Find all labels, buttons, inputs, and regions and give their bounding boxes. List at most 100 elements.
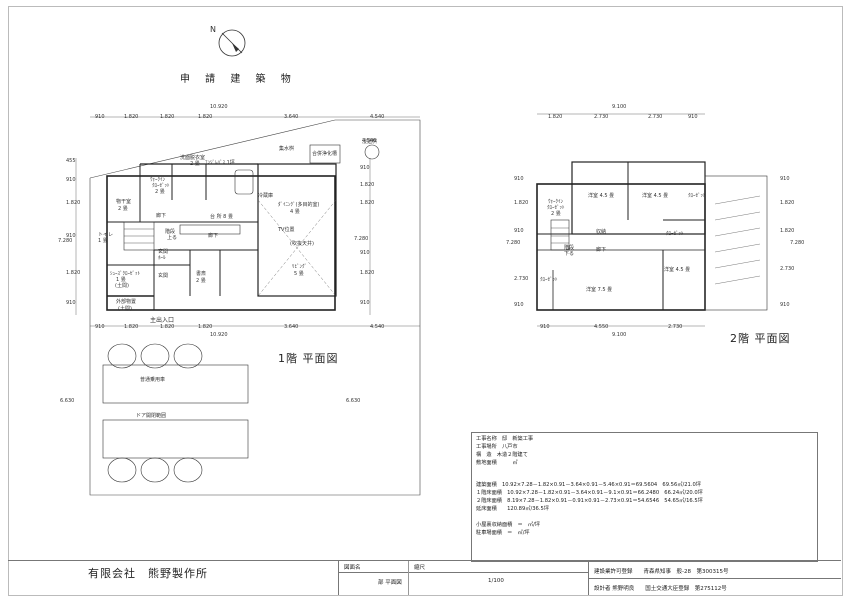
room-label: TV位置: [278, 227, 295, 233]
divider: [408, 561, 409, 595]
north-label: N: [210, 25, 216, 34]
drawing-name-label: 図面名: [344, 565, 361, 571]
room-label: 洋室 7.5 畳: [586, 287, 613, 293]
room-label: (土間): [118, 306, 132, 312]
room-label: 玄関: [158, 273, 169, 279]
room-label: 物干室: [116, 199, 132, 205]
room-label: 廊下: [156, 213, 167, 219]
room-label: 2 畳: [118, 206, 128, 212]
room-label: ｴﾝｼﾞﾚﾊﾞｽ 1坪: [205, 160, 235, 166]
room-label: 外部物置: [116, 299, 137, 305]
f2-dim-bottom-3: 2.730: [668, 324, 683, 330]
divider: [338, 572, 588, 573]
room-label: ﾀﾞｲﾆﾝｸﾞ(多目的室): [278, 202, 320, 208]
f1-dim-bottom-3: 1.820: [160, 324, 175, 330]
f1-dim-top-6: 4.540: [370, 114, 385, 120]
room-label: トイレ: [98, 232, 114, 238]
floor1-title: 1階 平面図: [278, 352, 339, 365]
f2-dim-left-6: 7.280: [506, 240, 521, 246]
room-label: 浸透桝: [362, 139, 378, 145]
f2-dim-top-4: 910: [688, 114, 698, 120]
main-entrance-label: 主出入口: [150, 317, 175, 324]
f1-dim-left-6: 1.820: [66, 270, 81, 276]
room-label: 下る: [564, 251, 575, 257]
divider: [338, 561, 339, 595]
room-label: ｸﾛｰｾﾞｯﾄ: [666, 231, 684, 237]
f1-dim-left-5: 7.280: [58, 238, 73, 244]
f2-dim-right-1: 1.820: [780, 200, 795, 206]
company-name: 有限会社 熊野製作所: [88, 567, 208, 580]
room-label: ｼｭｰｽﾞｸﾛｰｾﾞｯﾄ: [110, 271, 141, 277]
room-label: 2 畳: [190, 161, 200, 167]
room-label: ｸﾛｰｾﾞｯﾄ: [540, 277, 558, 283]
parking-car-label: 普通乗用車: [140, 377, 166, 383]
room-label: ｸﾛｰｾﾞｯﾄ: [547, 205, 565, 211]
f2-dim-right-3: 1.820: [780, 228, 795, 234]
floor1-plan: [70, 100, 490, 504]
f1-dim-right-2: 910: [360, 165, 370, 171]
info-row: 小屋裏収納面積 ＝ ㎡/坪: [476, 522, 540, 528]
f1-dim-bottom-1: 910: [95, 324, 105, 330]
info-row: 駐車場面積 ＝ ㎡/坪: [476, 530, 530, 536]
drawing-name: 部 平面図: [378, 580, 402, 586]
room-label: 冷蔵庫: [258, 193, 274, 199]
f2-dim-top-3: 2.730: [648, 114, 663, 120]
f1-dim-right-8: 4.540: [362, 138, 377, 144]
f2-dim-right-4: 2.730: [780, 266, 795, 272]
room-label: (吹抜天井): [290, 241, 314, 247]
room-label: 収納: [596, 229, 607, 235]
f1-dim-right-1: 1.820: [360, 182, 375, 188]
room-label: 1 畳: [116, 277, 126, 283]
room-label: ｳｫｰｸｲﾝ: [150, 177, 166, 183]
room-label: ﾘﾋﾞﾝｸﾞ: [292, 264, 308, 270]
f2-dim-total-top: 9.100: [612, 104, 627, 110]
f1-dim-top-4: 1.820: [198, 114, 213, 120]
info-row: 構 造 木造２階建て: [476, 452, 528, 458]
room-label: 廊下: [596, 247, 607, 253]
f2-dim-left-5: 910: [514, 302, 524, 308]
f1-dim-top-2: 1.820: [124, 114, 139, 120]
room-label: (土間): [115, 283, 129, 289]
f2-dim-left-1: 910: [514, 176, 524, 182]
f2-dim-bottom-1: 910: [540, 324, 550, 330]
info-row: ２階床面積 8.19×7.28－1.82×0.91－0.91×0.91－2.73…: [476, 498, 703, 504]
page-title: 申 請 建 築 物: [180, 74, 297, 85]
f2-dim-total-bottom: 9.100: [612, 332, 627, 338]
f1-dim-top-5: 3.640: [284, 114, 299, 120]
info-row: 敷地面積 ㎡: [476, 460, 518, 466]
room-label: 2 畳: [155, 189, 165, 195]
room-label: 合併浄化槽: [312, 151, 338, 157]
room-label: 5 畳: [294, 271, 304, 277]
parking-door-label: ドア開閉範囲: [136, 413, 167, 419]
license-designer: 設計者 熊野明良 国土交通大臣登録 第275112号: [594, 586, 727, 592]
room-label: 玄関: [158, 249, 169, 255]
f1-dim-left-lower: 6.630: [60, 398, 75, 404]
license-contractor: 建設業許可登録 青森県知事 般-28 第300315号: [594, 569, 729, 575]
room-label: 4 畳: [290, 209, 300, 215]
f1-dim-bottom-2: 1.820: [124, 324, 139, 330]
f2-dim-right-5: 910: [780, 302, 790, 308]
room-label: 階段: [165, 229, 176, 235]
f2-dim-top-2: 2.730: [594, 114, 609, 120]
info-row: １階床面積 10.92×7.28－1.82×0.91－3.64×0.91－9.1…: [476, 490, 703, 496]
scale-label: 縮尺: [414, 565, 426, 571]
room-label: ﾎｰﾙ: [158, 255, 166, 261]
room-label: 廊下: [208, 233, 219, 239]
room-label: 洋室 4.5 畳: [664, 267, 691, 273]
room-label: 洋室 4.5 畳: [588, 193, 615, 199]
f1-dim-total-top: 10.920: [210, 104, 228, 110]
title-block: 有限会社 熊野製作所 図面名 縮尺 部 平面図 1/100 建設業許可登録 青森…: [8, 560, 841, 595]
f1-dim-top-3: 1.820: [160, 114, 175, 120]
f1-dim-right-5: 7.280: [354, 236, 369, 242]
f1-dim-left-1: 455: [66, 158, 76, 164]
f1-dim-left-2: 910: [66, 177, 76, 183]
f1-dim-bottom-6: 4.540: [370, 324, 385, 330]
north-arrow: [210, 25, 250, 61]
info-row: 工事場所 八戸市: [476, 444, 518, 450]
room-label: 階段: [564, 245, 575, 251]
f1-dim-right-7: 910: [360, 300, 370, 306]
project-info-box: 工事名称 邸 新築工事 工事場所 八戸市 構 造 木造２階建て 敷地面積 ㎡ 建…: [471, 432, 818, 562]
floor2-plan: [525, 100, 785, 334]
room-label: 2 畳: [551, 211, 561, 217]
f1-dim-right-9: 6.630: [346, 398, 361, 404]
